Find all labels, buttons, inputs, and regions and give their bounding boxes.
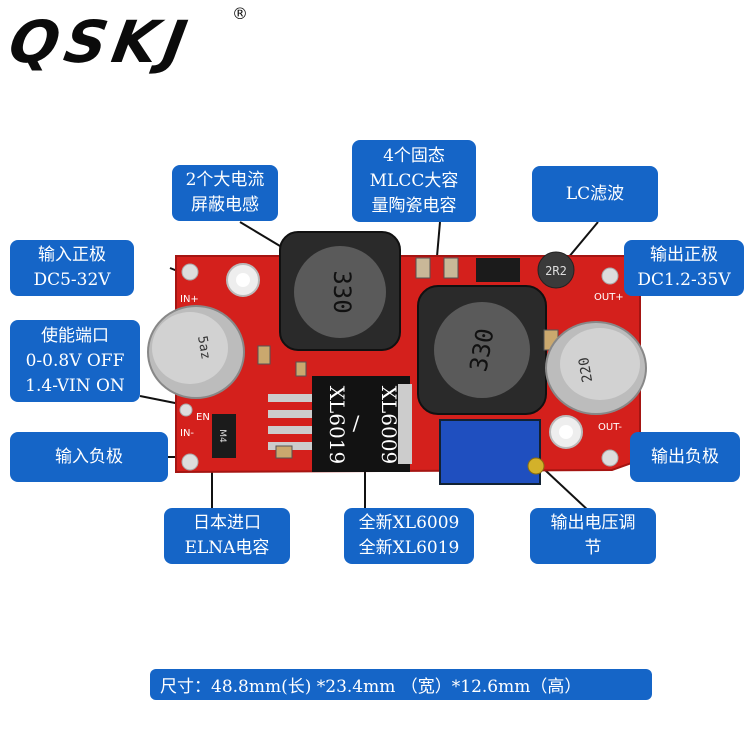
label-en: EN	[196, 412, 210, 423]
cap-text-left: 5az	[194, 335, 213, 361]
callout-output-positive: 输出正极 DC1.2-35V	[624, 240, 744, 296]
xl-chip: XL6019 / XL6009	[268, 376, 412, 472]
callout-input-positive: 输入正极 DC5-32V	[10, 240, 134, 296]
callout-elna-capacitor: 日本进口 ELNA电容	[164, 508, 290, 564]
trimmer-potentiometer	[439, 419, 545, 485]
output-capacitor: 220	[545, 321, 647, 415]
callout-input-positive-line1: 输入正极	[38, 245, 106, 265]
diode-label: M4	[217, 429, 227, 443]
callout-mlcc-line2: MLCC大容	[369, 170, 459, 191]
cap-text-right: 220	[576, 356, 596, 384]
callout-lc-filter-line1: LC滤波	[565, 183, 625, 204]
label-out-minus: OUT-	[598, 422, 622, 433]
callout-enable-pin-line2: 0-0.8V OFF	[25, 350, 125, 371]
chip-label-slash: /	[353, 411, 360, 435]
callout-chips-line2: 全新XL6019	[358, 538, 460, 558]
callout-chips: 全新XL6009 全新XL6019	[344, 508, 474, 564]
dimensions-text: 尺寸：48.8mm(长) *23.4mm （宽）*12.6mm（高）	[160, 677, 582, 697]
callout-input-negative-line1: 输入负极	[55, 446, 123, 467]
callout-lc-filter: LC滤波	[532, 166, 658, 222]
schottky-diode: M4	[212, 414, 236, 458]
callout-enable-pin: 使能端口 0-0.8V OFF 1.4-VIN ON	[10, 320, 140, 402]
callout-voltage-adjust: 输出电压调 节	[530, 508, 656, 564]
label-in-plus: IN+	[180, 294, 199, 305]
callout-input-negative: 输入负极	[10, 432, 168, 482]
registered-mark: ®	[232, 4, 248, 23]
callout-inductors: 2个大电流 屏蔽电感	[172, 165, 278, 221]
inductor-right: 330	[417, 285, 547, 415]
callout-inductors-line1: 2个大电流	[185, 170, 265, 190]
callout-elna-capacitor-line1: 日本进口	[193, 513, 261, 533]
callout-mlcc-line3: 量陶瓷电容	[371, 195, 457, 216]
callout-voltage-adjust-line1: 输出电压调	[550, 513, 636, 533]
callout-output-negative-line1: 输出负极	[651, 446, 719, 467]
label-out-plus: OUT+	[594, 292, 624, 303]
label-in-minus: IN-	[180, 428, 194, 439]
filter-inductor: 2R2	[537, 251, 575, 289]
callout-mlcc-line1: 4个固态	[383, 145, 445, 166]
callout-elna-capacitor-line2: ELNA电容	[184, 538, 270, 558]
input-capacitor: 5az	[147, 305, 245, 399]
callout-chips-line1: 全新XL6009	[358, 513, 460, 533]
callout-enable-pin-line3: 1.4-VIN ON	[25, 375, 125, 396]
callout-output-negative: 输出负极	[630, 432, 740, 482]
callout-mlcc: 4个固态 MLCC大容 量陶瓷电容	[352, 140, 476, 222]
callout-output-positive-line2: DC1.2-35V	[637, 270, 731, 290]
chip-label-right: XL6009	[377, 386, 401, 464]
callout-output-positive-line1: 输出正极	[650, 245, 718, 265]
callout-inductors-line2: 屏蔽电感	[191, 195, 259, 215]
callout-enable-pin-line1: 使能端口	[41, 325, 109, 346]
filter-inductor-code: 2R2	[545, 264, 567, 278]
inductor-left: 330	[279, 231, 401, 351]
callout-voltage-adjust-line2: 节	[584, 538, 602, 558]
chip-label-left: XL6019	[325, 386, 349, 464]
inductor-left-code: 330	[328, 270, 356, 313]
dimensions-banner: 尺寸：48.8mm(长) *23.4mm （宽）*12.6mm（高）	[150, 669, 652, 700]
callout-input-positive-line2: DC5-32V	[33, 270, 111, 290]
